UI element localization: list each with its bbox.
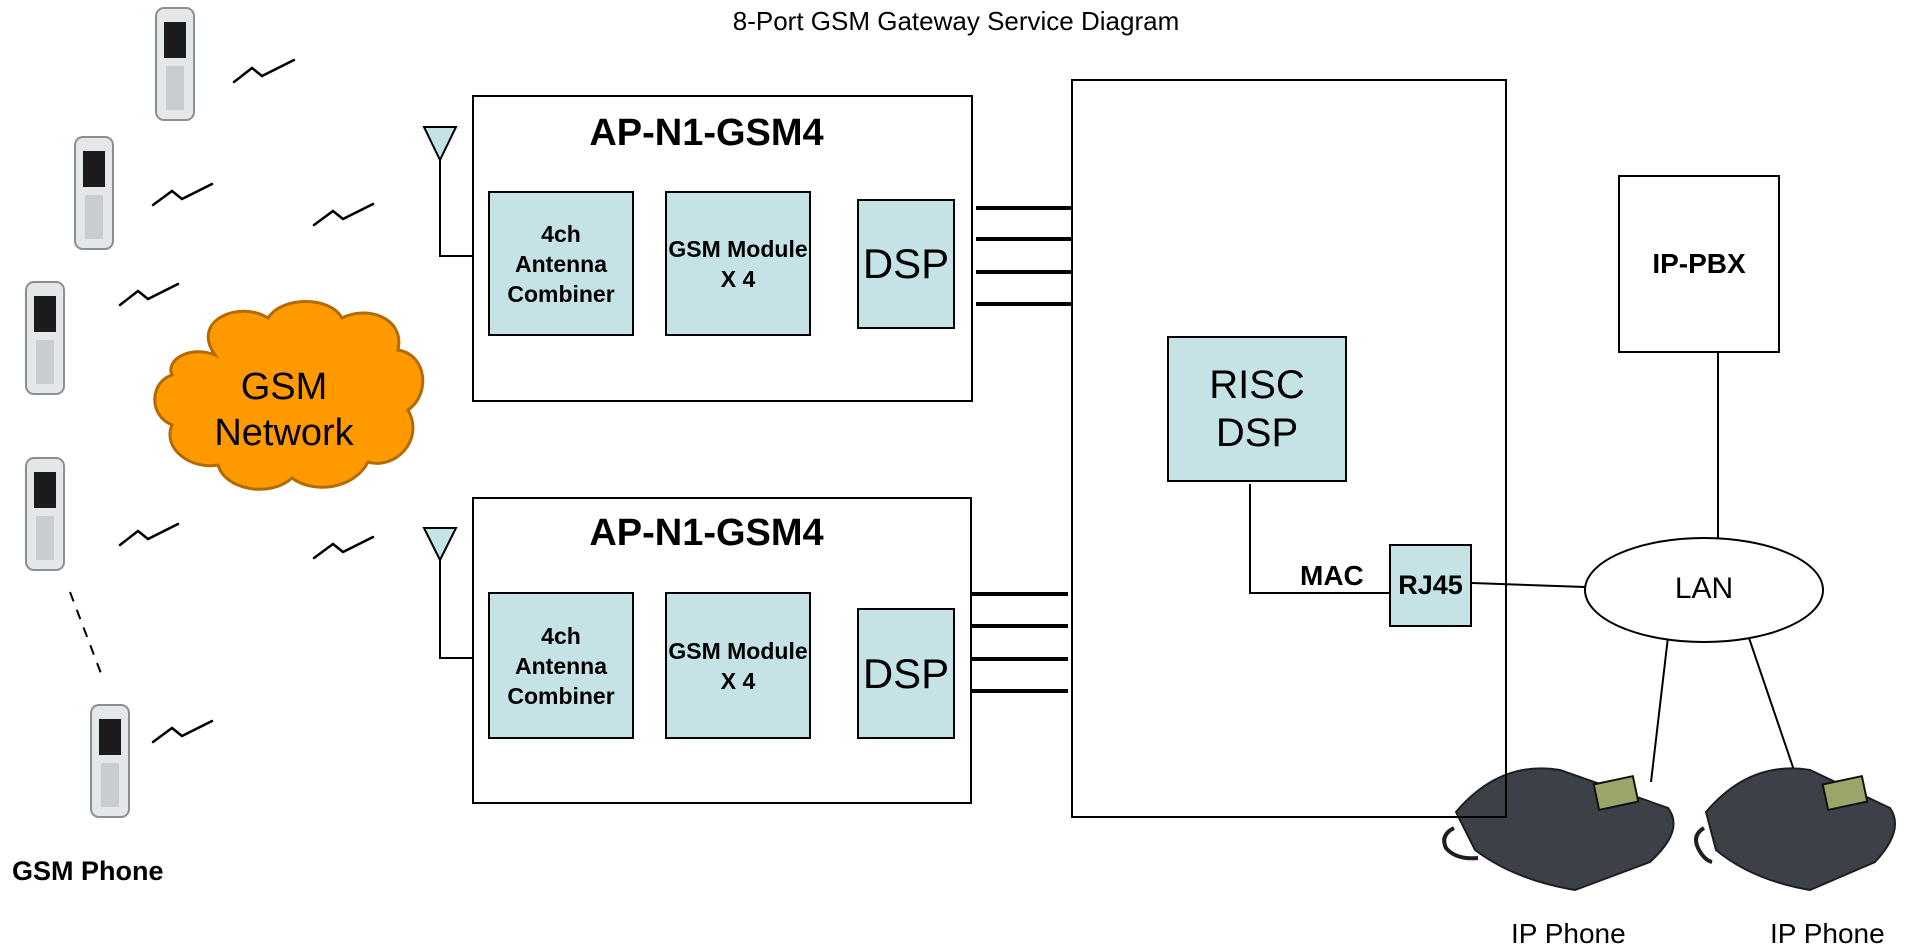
gsm-phone-icon	[25, 457, 65, 571]
combiner-line: 4ch	[541, 622, 581, 649]
combiner-line: Combiner	[507, 682, 615, 709]
ip-phone-icon	[1694, 767, 1896, 892]
diagram-title: 8-Port GSM Gateway Service Diagram	[732, 6, 1180, 36]
lan-phone-line	[1650, 636, 1669, 783]
gsm-network-line1: GSM	[240, 366, 328, 408]
risc-line: RISC	[1209, 363, 1305, 407]
ip-pbx-box: IP-PBX	[1618, 175, 1780, 353]
gsm-module-line: GSM Module	[668, 235, 808, 262]
wireless-signal-icon	[118, 58, 375, 744]
gsm-phone-icon	[74, 136, 114, 250]
gsm-phone-icon	[90, 704, 130, 818]
risc-dsp-block: RISC DSP	[1167, 336, 1347, 482]
bus-lines	[972, 206, 1073, 693]
gsm-cloud-icon	[153, 300, 425, 491]
gsm-network-label: GSM Network	[196, 364, 372, 456]
dashed-continuation	[69, 591, 103, 677]
gsm-network-line2: Network	[214, 412, 354, 454]
lan-ellipse	[1584, 537, 1824, 643]
mac-label: MAC	[1300, 560, 1364, 591]
gsm-module-block: GSM Module X 4	[665, 191, 811, 336]
combiner-line: Combiner	[507, 280, 615, 307]
antenna-combiner: 4ch Antenna Combiner	[488, 592, 634, 739]
combiner-line: Antenna	[515, 250, 607, 277]
ip-phone-label: IP Phone	[1511, 918, 1626, 949]
risc-line: DSP	[1215, 411, 1299, 455]
gsm-module-line: X 4	[720, 265, 756, 292]
dsp-block: DSP	[857, 199, 955, 329]
module-title: AP-N1-GSM4	[589, 512, 824, 554]
lan-label: LAN	[1674, 572, 1734, 605]
combiner-line: 4ch	[541, 220, 581, 247]
module-title: AP-N1-GSM4	[589, 112, 824, 154]
rj45-port: RJ45	[1389, 544, 1472, 627]
gateway-main-box	[1071, 79, 1507, 818]
lan-phone-line	[1747, 634, 1799, 783]
gsm-phone-icon	[155, 7, 195, 121]
dsp-block: DSP	[857, 608, 955, 739]
gsm-module-line: GSM Module	[668, 637, 808, 664]
mac-connection	[1249, 484, 1391, 594]
gsm-phone-icon	[25, 281, 65, 395]
rj45-lan-line	[1471, 582, 1586, 588]
antenna-combiner: 4ch Antenna Combiner	[488, 191, 634, 336]
combiner-line: Antenna	[515, 652, 607, 679]
gsm-phone-label: GSM Phone	[12, 856, 164, 886]
gsm-module-line: X 4	[720, 667, 756, 694]
ip-phone-label: IP Phone	[1770, 918, 1885, 949]
gsm-module-block: GSM Module X 4	[665, 592, 811, 739]
ip-phone-icon	[1442, 767, 1675, 892]
